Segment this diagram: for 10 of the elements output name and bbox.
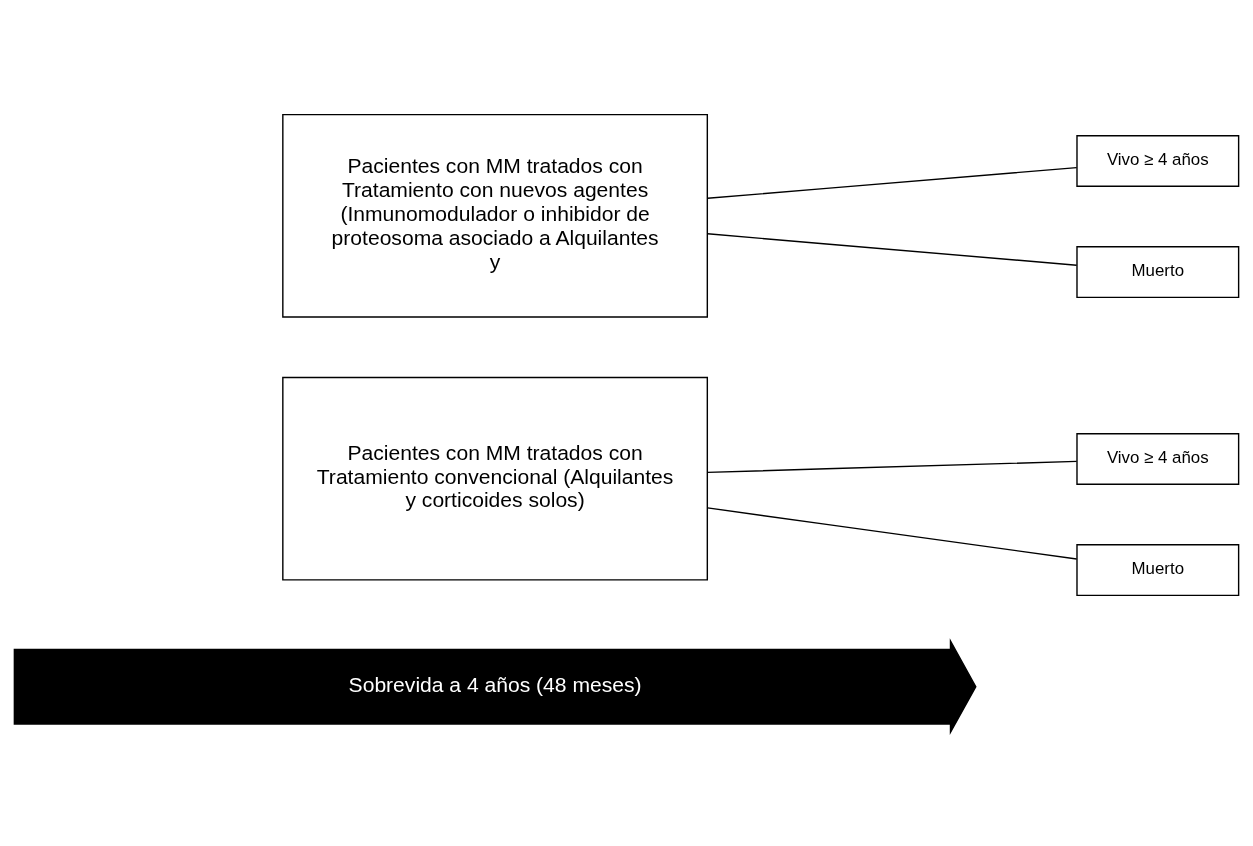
connector <box>706 166 1078 199</box>
node-box: Vivo ≥ 4 años <box>1076 134 1240 187</box>
connector <box>706 232 1078 266</box>
node-box: Pacientes con MM tratados con Tratamiento con nuevos agentes (Inmunomodulador o inhibidor de proteosoma asociado a Alquilantes y <box>282 113 709 318</box>
node-box: Vivo ≥ 4 años <box>1076 432 1240 485</box>
node-box: Muerto <box>1076 245 1240 298</box>
node-box: Muerto <box>1076 543 1240 596</box>
node-box: Pacientes con MM tratados con Tratamiento convencional (Alquilantes y corticoides solos) <box>282 376 709 581</box>
connector <box>706 506 1078 560</box>
connector <box>706 460 1078 473</box>
